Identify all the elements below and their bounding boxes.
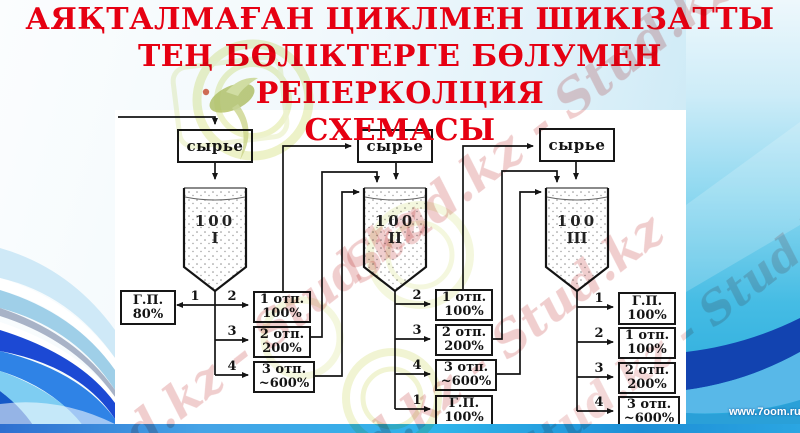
flow-number: 4 [412,358,422,373]
output-label: Г.П. [631,293,663,309]
output-box-c1-otp2: 2 отп. 200% [253,326,311,358]
output-value: 200% [262,341,302,356]
tank-2-numeral: II [387,229,403,247]
feed-box-2: сырье [357,129,433,163]
output-box-c1-gp: Г.П. 80% [120,290,176,325]
output-label: 2 отп. [259,327,305,342]
output-box-c3-otp1: 1 отп. 100% [618,327,676,359]
slide-title-line-3: СХЕМАСЫ [304,113,496,148]
output-label: 3 отп. [443,360,489,375]
tank-2-label: 100 II [364,213,426,247]
output-value: ~600% [440,374,492,389]
recycle-1otp-to-feed3 [462,143,534,289]
output-box-c2-gp: Г.П. 100% [435,395,493,427]
recycle-3otp-to-tank3 [497,189,542,375]
diagram-panel: сырье сырье сырье 100 I 100 II 100 III Г… [115,110,686,428]
flow-number: 1 [190,289,200,304]
output-value: 100% [262,306,302,321]
flow-number: 3 [227,324,237,339]
flow-number: 4 [594,395,604,410]
tank-2-volume: 100 [374,212,416,230]
flow-number: 1 [412,393,422,408]
recycle-2otp-to-tank3 [491,170,560,340]
output-value: 100% [444,410,484,425]
flow-number: 2 [412,288,422,303]
output-value: 100% [627,307,667,323]
output-label: 2 отп. [624,363,670,378]
flow-number: 3 [412,323,422,338]
feed-box-3-label: сырье [548,136,606,154]
output-label: 3 отп. [626,397,672,412]
feed-box-3: сырье [539,128,615,162]
slide-title: АЯҚТАЛМАҒАН ЦИКЛМЕН ШИКІЗАТТЫ ТЕҢ БӨЛІКТ… [0,1,800,149]
feed-box-2-label: сырье [366,137,424,155]
tank-1-volume: 100 [194,212,236,230]
output-box-c2-otp1: 1 отп. 100% [435,289,493,321]
output-label: 3 отп. [261,362,307,377]
output-box-c2-otp2: 2 отп. 200% [435,324,493,356]
output-label: 1 отп. [441,290,487,305]
tank-3-numeral: III [566,229,588,247]
output-label: 2 отп. [441,325,487,340]
output-box-c2-otp3: 3 отп. ~600% [435,359,497,391]
output-value: 100% [627,342,667,357]
output-label: Г.П. [448,396,480,411]
output-value: 200% [627,377,667,392]
flow-number: 2 [594,326,604,341]
site-credit: www.7oom.ru [729,406,800,418]
slide-title-line-2: ТЕҢ БӨЛІКТЕРГЕ БӨЛУМЕН РЕПЕРКОЛЦИЯ [137,39,663,111]
output-label: 1 отп. [624,328,670,343]
flow-number: 4 [227,359,237,374]
flow-number: 1 [594,291,604,306]
output-box-c1-otp1: 1 отп. 100% [253,291,311,323]
output-box-c3-otp2: 2 отп. 200% [618,362,676,394]
output-box-c1-otp3: 3 отп. ~600% [253,361,315,393]
slide-title-line-1: АЯҚТАЛМАҒАН ЦИКЛМЕН ШИКІЗАТТЫ [25,2,775,37]
tank-1-numeral: I [211,229,219,247]
tank-1-label: 100 I [184,213,246,247]
output-label: 1 отп. [259,292,305,307]
recycle-1otp-to-feed2 [282,143,352,291]
output-label: Г.П. [132,292,164,308]
tank-3-volume: 100 [556,212,598,230]
bottom-band-decoration [0,424,800,433]
output-box-c3-gp: Г.П. 100% [618,292,676,325]
output-value: ~600% [623,411,675,426]
tank-3-label: 100 III [546,213,608,247]
output-value: 200% [444,339,484,354]
output-value: 100% [444,304,484,319]
flow-number: 2 [227,289,237,304]
flow-number: 3 [594,361,604,376]
output-value: 80% [132,306,164,322]
output-value: ~600% [258,376,310,391]
